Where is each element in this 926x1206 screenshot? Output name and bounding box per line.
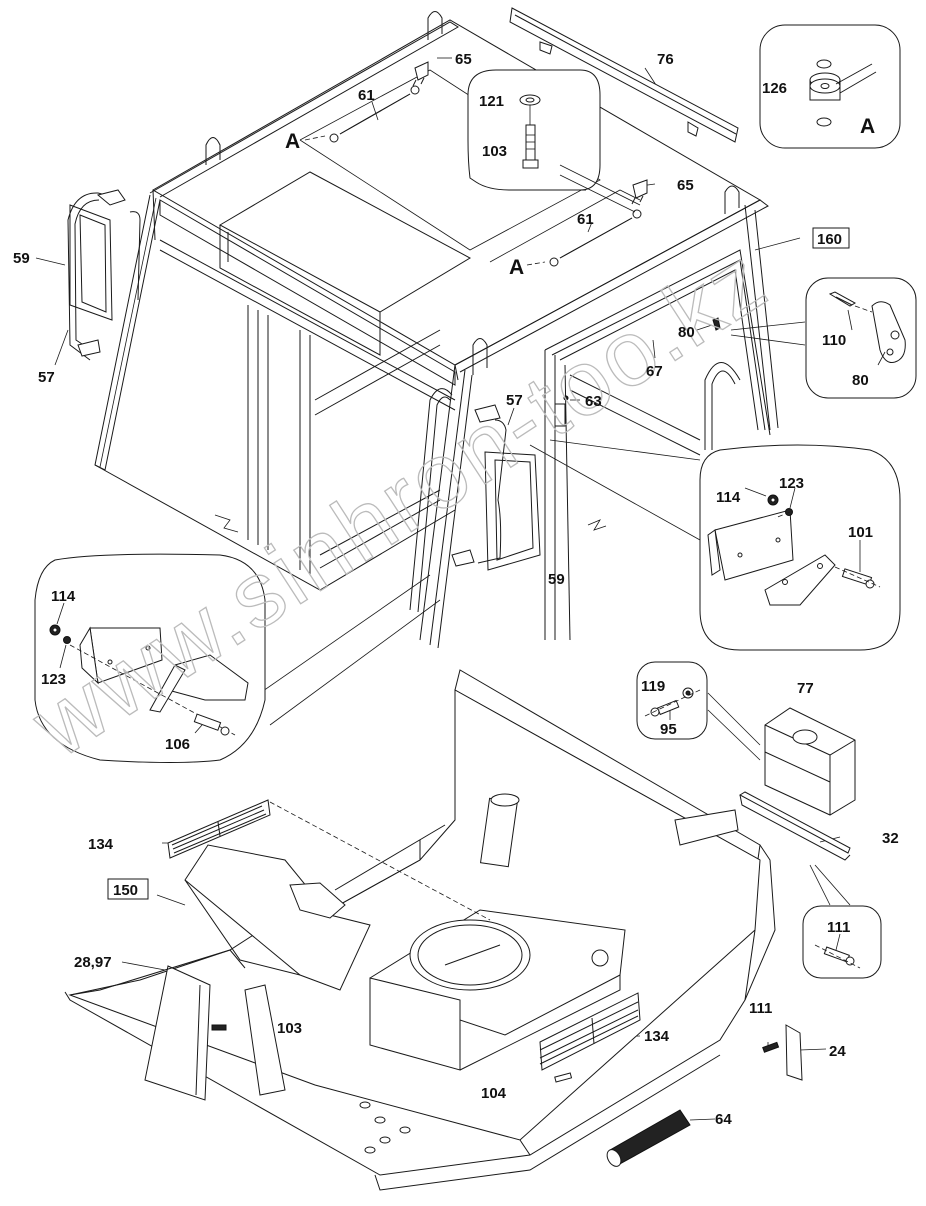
label-Ab: A: [509, 256, 524, 279]
bracket-65-right: [631, 179, 648, 205]
label-24: 24: [829, 1043, 846, 1060]
label-59b: 59: [548, 571, 565, 588]
label-103b: 103: [277, 1020, 302, 1037]
callout-labels: 65 61 A 121 103 76 126 A 65 61 A 160 59 …: [13, 51, 899, 1128]
label-110: 110: [822, 332, 846, 349]
label-114r: 114: [716, 489, 741, 506]
gas-strut-right: [549, 209, 642, 267]
label-111a: 111: [827, 919, 850, 936]
label-150-box: [107, 878, 149, 900]
label-Aa: A: [285, 130, 300, 153]
label-32: 32: [882, 830, 899, 847]
label-80b: 80: [852, 372, 869, 389]
mirror-left: [67, 189, 141, 361]
label-2897: 28,97: [74, 954, 112, 971]
label-119: 119: [641, 678, 665, 695]
door-hardware: [554, 317, 721, 427]
bolt-104: [554, 1072, 573, 1083]
label-150: 150: [113, 882, 138, 899]
box-77: [764, 707, 856, 816]
rail-32: [738, 791, 851, 861]
label-63: 63: [585, 393, 602, 410]
detail-mirror-bracket-left: [34, 553, 266, 763]
label-160-box: [812, 227, 850, 249]
label-59a: 59: [13, 250, 30, 267]
grille-134-bottom: [539, 992, 641, 1071]
cab-roof: [149, 11, 769, 386]
label-101: 101: [848, 524, 873, 541]
label-134a: 134: [88, 836, 114, 853]
detail-A: [759, 24, 901, 149]
detail-mirror-bracket-right: [699, 444, 901, 651]
label-104: 104: [481, 1085, 507, 1102]
label-65a: 65: [455, 51, 472, 68]
label-123l: 123: [41, 671, 66, 688]
label-114l: 114: [51, 588, 76, 605]
label-80a: 80: [678, 324, 695, 341]
bolt-111: [762, 1041, 780, 1053]
rail-76: [509, 7, 739, 143]
label-160: 160: [817, 231, 842, 248]
label-103a: 103: [482, 143, 507, 160]
bracket-65-left: [412, 61, 429, 87]
detail-hinge-plate: [805, 277, 917, 399]
label-64: 64: [715, 1111, 732, 1128]
label-57a: 57: [38, 369, 55, 386]
label-111b: 111: [749, 1000, 772, 1017]
plate-24: [785, 1024, 803, 1081]
gas-strut-left: [329, 85, 420, 143]
cab-frame: [94, 194, 779, 649]
label-A-detail: A: [860, 115, 875, 138]
label-61a: 61: [358, 87, 375, 104]
mirror-right: [451, 404, 541, 571]
step-plate-2897: [69, 949, 286, 1101]
label-65b: 65: [677, 177, 694, 194]
label-76: 76: [657, 51, 674, 68]
label-123r: 123: [779, 475, 804, 492]
label-77: 77: [797, 680, 814, 697]
grille-dash-line: [269, 801, 491, 921]
floor-mat-150: [184, 844, 371, 991]
detail-rail-fixing: [802, 905, 882, 979]
label-106: 106: [165, 736, 190, 753]
label-134b: 134: [644, 1028, 670, 1045]
grille-134-top: [167, 799, 271, 859]
label-126: 126: [762, 80, 787, 97]
detail-strut-mount: [467, 69, 641, 213]
label-67: 67: [646, 363, 663, 380]
label-57b: 57: [506, 392, 523, 409]
label-61b: 61: [577, 211, 594, 228]
hose-64: [606, 1109, 691, 1167]
label-121: 121: [479, 93, 504, 110]
detail-box-fixing: [636, 661, 708, 740]
label-95: 95: [660, 721, 677, 738]
